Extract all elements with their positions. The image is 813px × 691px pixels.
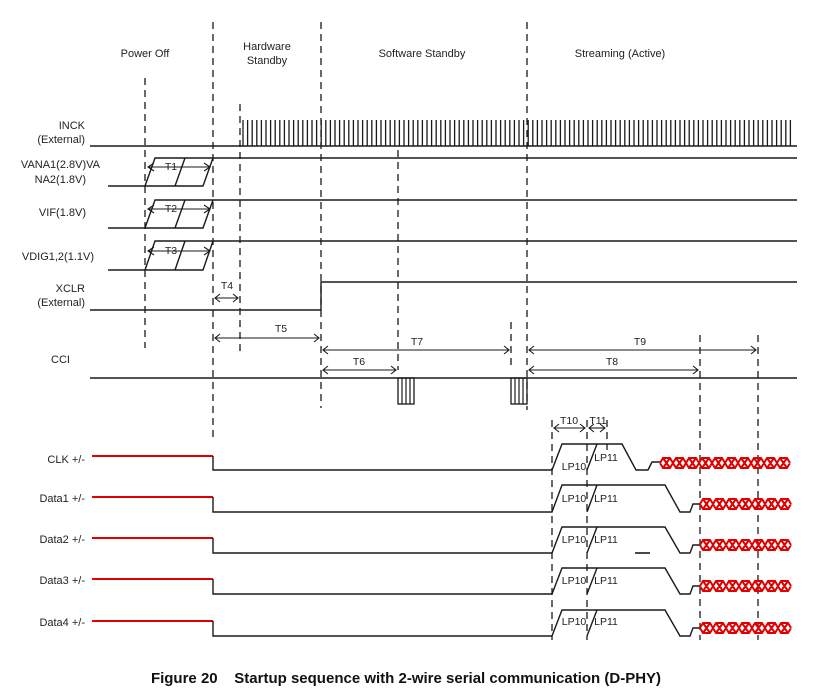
timing-t3: T3 <box>165 245 177 257</box>
vana-ramp-late <box>145 157 214 187</box>
power-supply-waveforms <box>108 157 797 271</box>
data1-hs-toggle <box>699 498 792 510</box>
label-clk: CLK +/- <box>47 454 85 466</box>
label-vdig: VDIG1,2(1.1V) <box>22 251 94 263</box>
label-vif: VIF(1.8V) <box>39 207 86 219</box>
label-data3: Data3 +/- <box>39 575 85 587</box>
label-inck: INCK <box>59 120 86 132</box>
timing-t7: T7 <box>411 336 423 348</box>
phase-dividers <box>144 22 759 640</box>
phase-hw-standby-line2: Standby <box>247 55 288 67</box>
phase-streaming: Streaming (Active) <box>575 48 665 60</box>
data2-hs-eye <box>699 539 792 551</box>
data3-hs-eye <box>699 580 792 592</box>
data4-lp11: LP11 <box>594 616 618 628</box>
vif-waveform <box>108 199 797 229</box>
inck-clock-pulses <box>242 120 792 146</box>
phase-power-off: Power Off <box>121 48 171 60</box>
timing-t1: T1 <box>165 161 177 173</box>
timing-t8: T8 <box>606 356 618 368</box>
data4-lp10: LP10 <box>562 616 587 628</box>
label-vana: VANA1(2.8V)VA <box>21 159 101 171</box>
data3-lp10: LP10 <box>562 575 587 587</box>
label-xclr: XCLR <box>56 283 85 295</box>
data3-lp11: LP11 <box>594 575 618 587</box>
xclr-waveform <box>90 281 797 311</box>
timing-t2: T2 <box>165 203 177 215</box>
inck-waveform <box>90 120 797 147</box>
phase-labels: Power Off Hardware Standby Software Stan… <box>121 41 666 67</box>
timing-t6: T6 <box>353 356 365 368</box>
data2-hs-toggle <box>699 539 792 551</box>
clk-lp11: LP11 <box>594 452 618 464</box>
phase-hw-standby-line1: Hardware <box>243 41 291 53</box>
signal-labels: INCK (External) VANA1(2.8V)VA NA2(1.8V) … <box>21 120 101 629</box>
timing-t10: T10 <box>560 415 578 427</box>
mipi-lanes <box>92 443 792 637</box>
vdig-waveform <box>108 240 797 271</box>
label-xclr-external: (External) <box>37 297 85 309</box>
cci-waveform <box>90 377 797 405</box>
figure-caption: Figure 20 Startup sequence with 2-wire s… <box>151 670 661 687</box>
clk-lp10: LP10 <box>562 461 587 473</box>
lp-state-labels: LP10 LP11 LP10 LP11 LP10 LP11 LP10 LP11 … <box>562 452 618 628</box>
timing-t9: T9 <box>634 336 646 348</box>
timing-t5: T5 <box>275 323 287 335</box>
label-data4: Data4 +/- <box>39 617 85 629</box>
timing-t11: T11 <box>589 415 606 427</box>
clk-hs-eye <box>659 457 791 469</box>
data1-hs-eye <box>699 498 792 510</box>
cci-burst-1 <box>397 377 415 405</box>
label-cci: CCI <box>51 354 70 366</box>
label-data1: Data1 +/- <box>39 493 85 505</box>
label-vana-2: NA2(1.8V) <box>35 174 86 186</box>
label-inck-external: (External) <box>37 134 85 146</box>
data2-lp10: LP10 <box>562 534 587 546</box>
cci-burst-2 <box>510 377 528 405</box>
data1-lp11: LP11 <box>594 493 618 505</box>
clk-hs-toggle <box>659 457 791 469</box>
data1-lp10: LP10 <box>562 493 587 505</box>
data3-hs-toggle <box>699 580 792 592</box>
data4-hs-eye <box>699 622 792 634</box>
data2-lp11: LP11 <box>594 534 618 546</box>
timing-t4: T4 <box>221 280 233 292</box>
phase-sw-standby: Software Standby <box>379 48 466 60</box>
data4-hs-toggle <box>699 622 792 634</box>
label-data2: Data2 +/- <box>39 534 85 546</box>
vana-waveform <box>108 157 797 187</box>
